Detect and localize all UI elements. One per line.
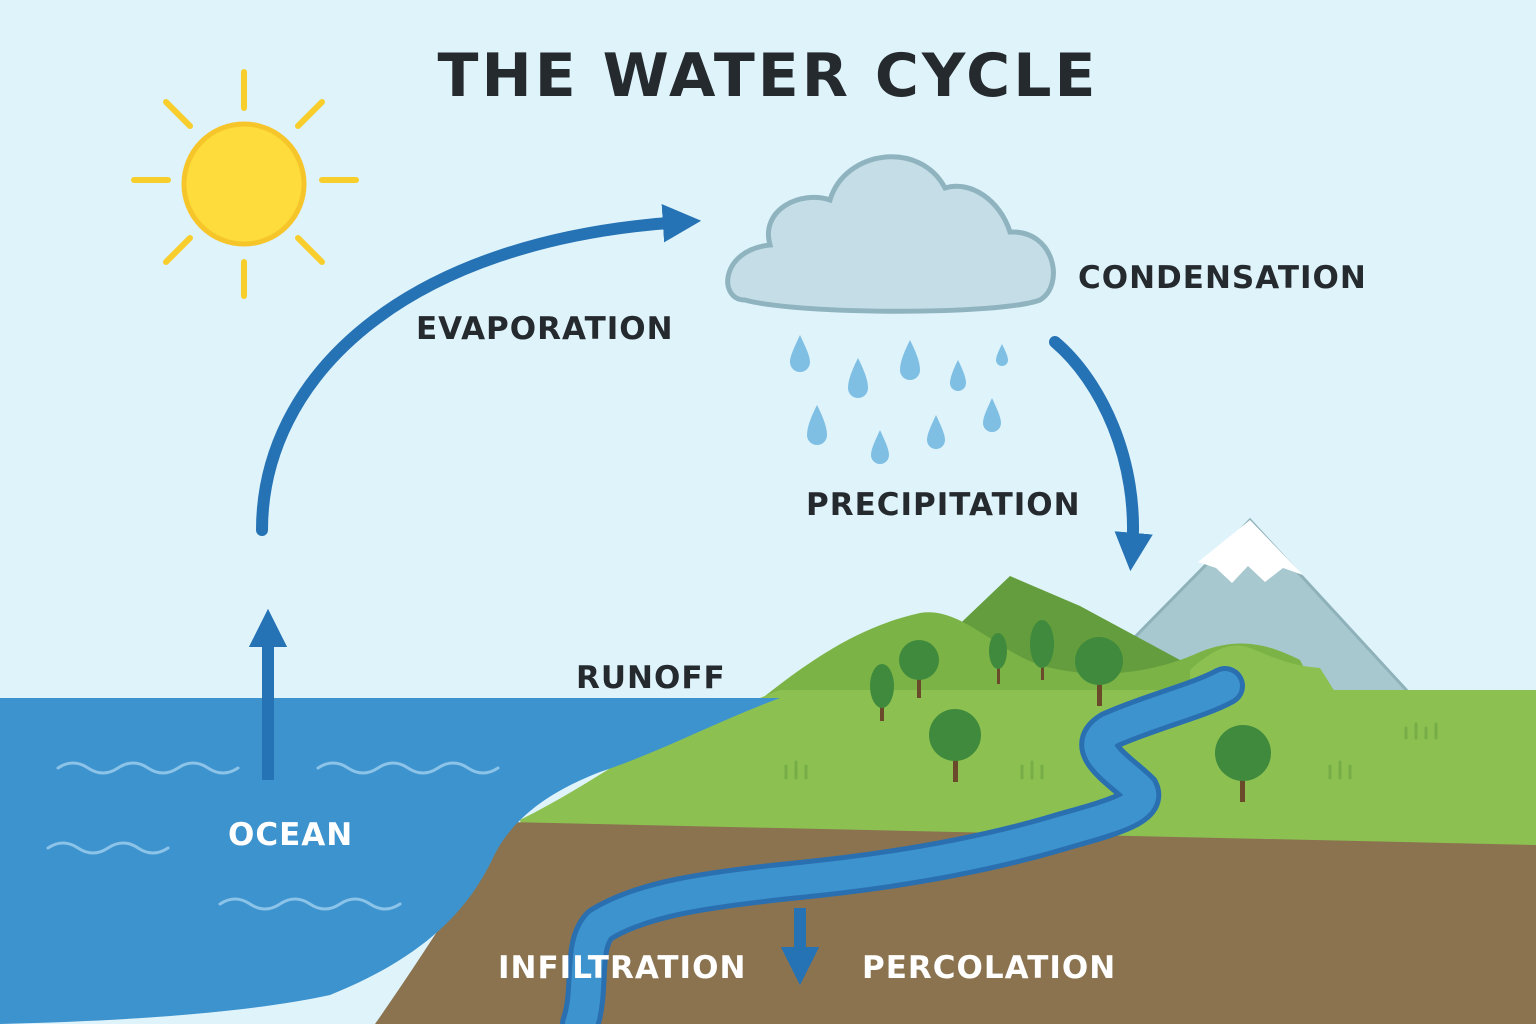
- cloud-icon: [725, 154, 1056, 314]
- arrow-icon: [248, 204, 1153, 986]
- raindrop-icon: [790, 335, 1008, 464]
- ocean-label: OCEAN: [228, 817, 354, 853]
- mountain-icon: [760, 517, 1414, 700]
- runoff-label: RUNOFF: [576, 660, 726, 696]
- soil-layer: [375, 822, 1536, 1024]
- wave-icon: [46, 761, 500, 911]
- percolation-label: PERCOLATION: [862, 950, 1117, 986]
- precipitation-label: PRECIPITATION: [806, 487, 1081, 523]
- diagram-title: THE WATER CYCLE: [437, 41, 1099, 111]
- ocean-water: [0, 698, 780, 1024]
- condensation-label: CONDENSATION: [1078, 260, 1367, 296]
- evaporation-label: EVAPORATION: [416, 311, 674, 347]
- tree-icon: [870, 620, 1271, 802]
- evaporation-arrow: [256, 204, 702, 536]
- precipitation-arrow: [1049, 336, 1153, 572]
- river: [560, 666, 1245, 1024]
- sun-icon: [131, 69, 359, 299]
- infiltration-label: INFILTRATION: [498, 950, 747, 986]
- grass-tuft-icon: [784, 722, 1438, 780]
